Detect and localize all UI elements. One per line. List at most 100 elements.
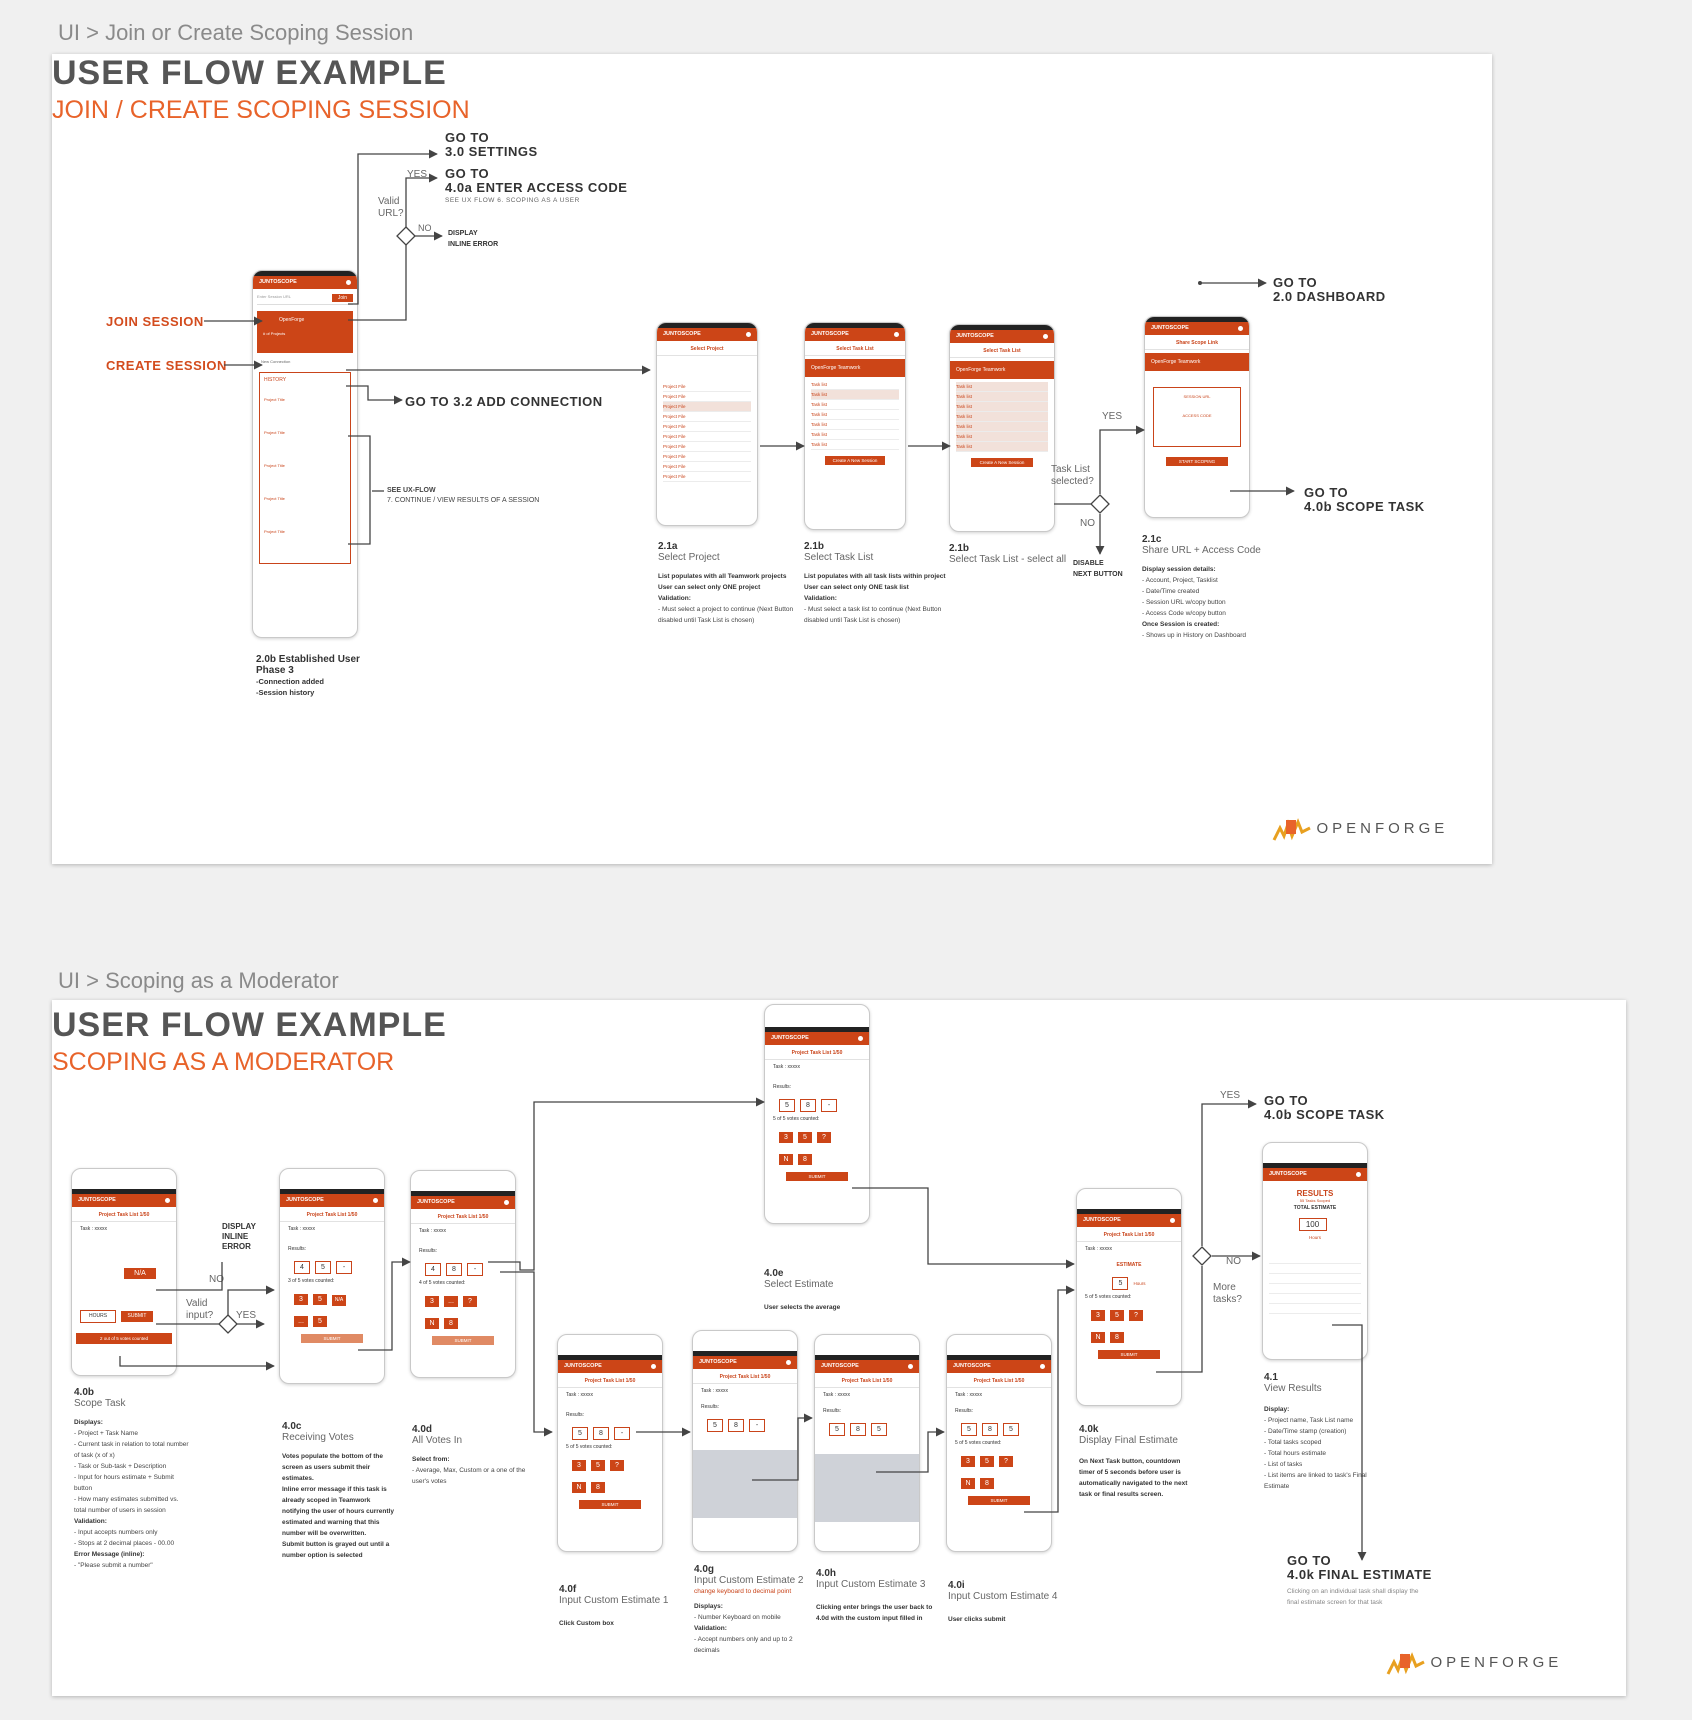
result-task-row[interactable] <box>1269 1274 1361 1284</box>
submit-button[interactable]: SUBMIT <box>785 1172 849 1181</box>
openforge-card[interactable]: OpenForge# of Projects <box>257 311 353 353</box>
result-task-row[interactable] <box>1269 1264 1361 1274</box>
results-label: Results: <box>955 1408 974 1414</box>
project-row[interactable]: Project File <box>663 412 751 422</box>
estimate-label: ESTIMATE <box>1116 1262 1142 1268</box>
breadcrumb: UI > Scoping as a Moderator <box>58 968 339 993</box>
task-list-row[interactable]: Task list <box>956 392 1048 402</box>
task-list-row[interactable]: Task list <box>811 440 899 450</box>
start-scoping-button[interactable]: START SCOPING <box>1165 457 1229 466</box>
phone-2-1a: JUNTOSCOPE Select Project Project File P… <box>656 322 758 526</box>
votes-counter: 5 of 5 votes counted: <box>773 1116 820 1122</box>
votes-counter: 2 out of 5 votes counted <box>76 1333 172 1344</box>
project-row[interactable]: Project File <box>663 452 751 462</box>
total-estimate-value: 100 <box>1298 1218 1327 1231</box>
board-title: USER FLOW EXAMPLE <box>52 54 447 92</box>
project-row[interactable]: Project File <box>663 442 751 452</box>
goto-add-connection: GO TO 3.2 ADD CONNECTION <box>405 394 603 409</box>
app-header: JUNTOSCOPE <box>950 330 1054 343</box>
submit-button[interactable]: SUBMIT <box>431 1336 495 1345</box>
submit-button[interactable]: SUBMIT <box>967 1496 1031 1505</box>
hours-input[interactable]: HOURS <box>80 1310 116 1323</box>
phone-4-0g: JUNTOSCOPE Project Task List 1/50 Task :… <box>692 1330 798 1552</box>
project-row[interactable]: Project File <box>663 462 751 472</box>
task-list-row[interactable]: Task list <box>956 412 1048 422</box>
votes-counter: 5 of 5 votes counted: <box>955 1440 1002 1446</box>
history-item[interactable]: Project Title <box>264 430 285 435</box>
task-list-row[interactable]: Task list <box>811 380 899 390</box>
screen-title: Select Project <box>657 341 757 356</box>
project-row[interactable]: Project File <box>663 382 751 392</box>
flow-connectors <box>204 149 1295 555</box>
no-label: NO <box>1080 518 1095 529</box>
app-header: JUNTOSCOPE <box>280 1194 384 1207</box>
task-list-row[interactable]: Task list <box>956 402 1048 412</box>
result-task-row[interactable] <box>1269 1254 1361 1264</box>
phone-4-0b: JUNTOSCOPE Project Task List 1/50 Task :… <box>71 1168 177 1376</box>
project-row[interactable]: Project File <box>663 422 751 432</box>
task-list-row[interactable]: Task list <box>811 400 899 410</box>
result-task-row[interactable] <box>1269 1304 1361 1314</box>
task-list-row[interactable]: Task list <box>811 390 899 400</box>
votes-counter: 4 of 5 votes counted: <box>419 1280 466 1286</box>
task-list-header: Project Task List 1/50 <box>411 1209 515 1224</box>
history-item[interactable]: Project Title <box>264 529 285 534</box>
create-session-label: CREATE SESSION <box>106 358 227 373</box>
task-list-row[interactable]: Task list <box>811 420 899 430</box>
task-name: Task : xxxxx <box>1085 1246 1112 1252</box>
number-keyboard[interactable] <box>693 1450 797 1518</box>
history-item[interactable]: Project Title <box>264 496 285 501</box>
app-header: JUNTOSCOPE <box>805 328 905 341</box>
task-list-row[interactable]: Task list <box>811 430 899 440</box>
task-name: Task : xxxxx <box>288 1226 315 1232</box>
task-list-row[interactable]: Task list <box>956 432 1048 442</box>
project-row[interactable]: Project File <box>663 472 751 482</box>
number-keyboard[interactable] <box>815 1454 919 1522</box>
submit-button[interactable]: SUBMIT <box>1097 1350 1161 1359</box>
join-button[interactable]: Join <box>331 294 353 302</box>
task-list-header: Project Task List 1/50 <box>815 1373 919 1388</box>
task-list-header: Project Task List 1/50 <box>947 1373 1051 1388</box>
results-label: Results: <box>701 1404 720 1410</box>
board-subtitle: SCOPING AS A MODERATOR <box>52 1048 395 1076</box>
na-button[interactable]: N/A <box>124 1268 156 1279</box>
task-list-header: Project Task List 1/50 <box>558 1373 662 1388</box>
task-list-row[interactable]: Task list <box>956 382 1048 392</box>
app-header: JUNTOSCOPE <box>657 328 757 341</box>
create-session-button[interactable]: Create A New Session <box>970 458 1034 467</box>
history-item[interactable]: Project Title <box>264 397 285 402</box>
task-list-row[interactable]: Task list <box>956 422 1048 432</box>
task-list-row[interactable]: Task list <box>956 442 1048 452</box>
new-connection[interactable]: New Connection <box>261 359 291 364</box>
phone-2-1b: JUNTOSCOPE Select Task List OpenForge Te… <box>804 322 906 530</box>
votes-counter: 3 of 5 votes counted: <box>288 1278 335 1284</box>
task-name: Task : xxxxx <box>823 1392 850 1398</box>
project-row[interactable]: Project File <box>663 432 751 442</box>
result-task-row[interactable] <box>1269 1284 1361 1294</box>
submit-button[interactable]: SUBMIT <box>121 1311 153 1322</box>
history-item[interactable]: Project Title <box>264 463 285 468</box>
project-row[interactable]: Project File <box>663 392 751 402</box>
task-list-row[interactable]: Task list <box>811 410 899 420</box>
results-label: Results: <box>823 1408 842 1414</box>
board-subtitle: JOIN / CREATE SCOPING SESSION <box>52 96 470 124</box>
submit-button[interactable]: SUBMIT <box>578 1500 642 1509</box>
result-task-row[interactable] <box>1269 1294 1361 1304</box>
project-row[interactable]: Project File <box>663 402 751 412</box>
phone-2-1b-select-all: JUNTOSCOPE Select Task List OpenForge Te… <box>949 324 1055 532</box>
flow-board-moderator: USER FLOW EXAMPLE SCOPING AS A MODERATOR… <box>52 1000 1626 1696</box>
join-session-label: JOIN SESSION <box>106 314 204 329</box>
task-list-header: Project Task List 1/50 <box>693 1369 797 1384</box>
teamwork-band: OpenForge Teamwork <box>1145 353 1249 371</box>
create-session-button[interactable]: Create A New Session <box>825 456 885 465</box>
submit-button[interactable]: SUBMIT <box>300 1334 364 1343</box>
teamwork-band: OpenForge Teamwork <box>950 361 1054 379</box>
